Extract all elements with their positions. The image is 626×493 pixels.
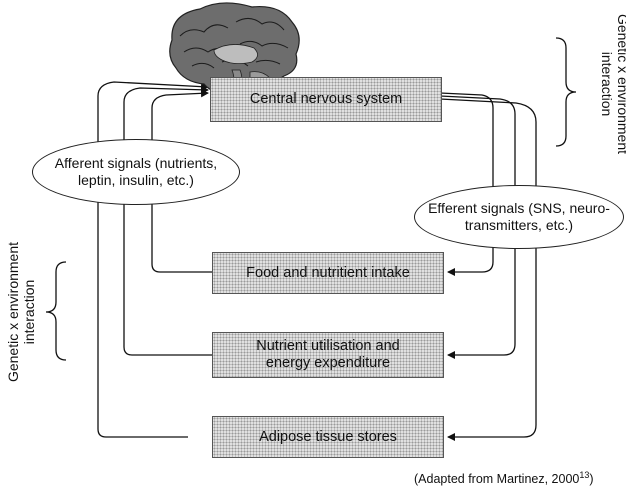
efferent-line-adipose	[439, 98, 537, 441]
nutrient-utilisation-label-2: energy expenditure	[265, 355, 391, 371]
cns-label: Central nervous system	[249, 91, 403, 107]
right-genetic-label-1: Genetic x environment	[615, 13, 626, 155]
afferent-signals-oval: Afferent signals (nutrients, leptin, ins…	[32, 139, 240, 205]
right-genetic-label-2: interaction	[599, 51, 615, 117]
nutrient-utilisation-box: Nutrient utilisation and energy expendit…	[212, 332, 444, 378]
source-caption: (Adapted from Martinez, 200013)	[414, 470, 594, 486]
efferent-label-1: Efferent signals (SNS, neuro-	[428, 200, 610, 216]
left-brace	[45, 261, 67, 361]
afferent-label-2: leptin, insulin, etc.)	[78, 172, 194, 188]
afferent-line-adipose	[97, 81, 209, 438]
left-genetic-label-1: Genetic x environment	[5, 241, 21, 383]
left-genetic-label: Genetic x environment interaction	[5, 237, 37, 387]
cns-box: Central nervous system	[210, 77, 442, 122]
adipose-label: Adipose tissue stores	[259, 428, 397, 445]
source-caption-ref: 13	[579, 470, 590, 480]
food-intake-label: Food and nutritient intake	[246, 264, 410, 281]
efferent-signals-oval: Efferent signals (SNS, neuro- transmitte…	[414, 185, 624, 249]
afferent-line-utilisation	[123, 85, 212, 356]
afferent-label-1: Afferent signals (nutrients,	[54, 155, 218, 171]
right-brace	[555, 37, 577, 147]
nutrient-utilisation-label-1: Nutrient utilisation and	[256, 338, 400, 354]
food-intake-box: Food and nutritient intake	[212, 252, 444, 294]
source-caption-text: (Adapted from Martinez, 2000	[414, 472, 580, 487]
efferent-label-2: transmitters, etc.)	[464, 217, 574, 233]
source-caption-close: )	[589, 472, 594, 487]
adipose-box: Adipose tissue stores	[212, 416, 444, 458]
left-genetic-label-2: interaction	[21, 279, 37, 345]
right-genetic-label: Genetic x environment interaction	[599, 9, 626, 159]
